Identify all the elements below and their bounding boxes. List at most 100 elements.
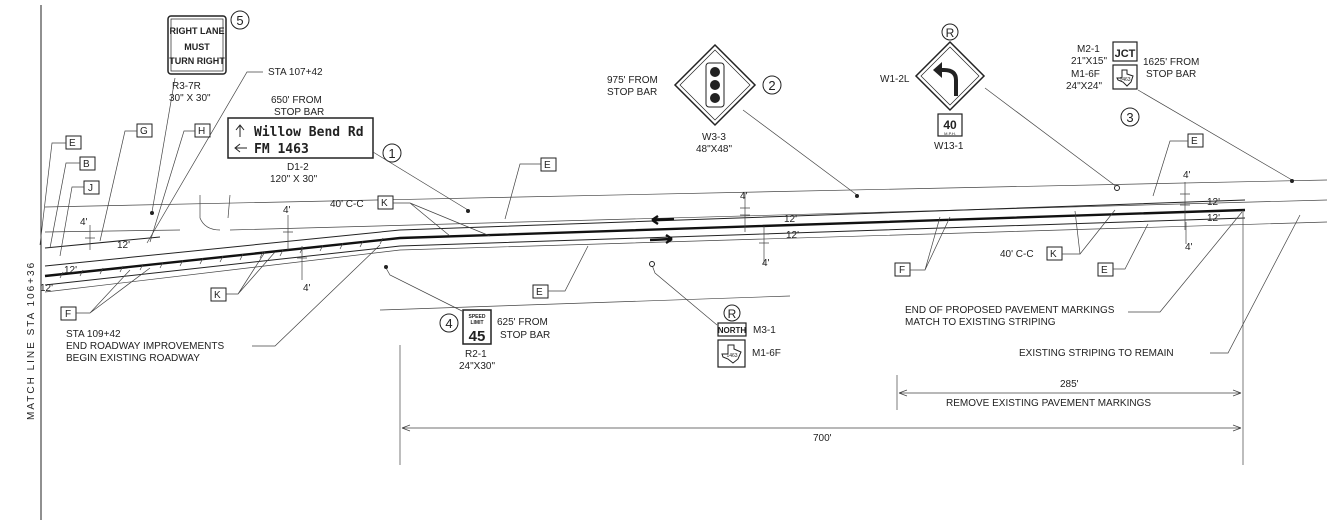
sign4-code: R2-1	[465, 349, 487, 360]
key-f-1[interactable]: F	[60, 306, 77, 321]
dim-12-c: 12'	[40, 283, 53, 294]
dim-12-d: 12'	[784, 214, 797, 225]
sign-m1-6f-2[interactable]: 1463	[717, 339, 746, 368]
dim-285: 285'	[1060, 379, 1079, 390]
key-e-3[interactable]: E	[532, 284, 549, 299]
callout-3: 3	[1126, 110, 1133, 125]
sign1-code: D1-2	[287, 162, 309, 173]
key-f-2[interactable]: F	[894, 262, 911, 277]
sign4-dist-2: STOP BAR	[500, 330, 550, 341]
dim-tick-2	[759, 226, 769, 264]
leader-h	[149, 130, 195, 243]
callout-5: 5	[236, 13, 243, 28]
dim-12-e: 12'	[786, 230, 799, 241]
svg-text:NORTH: NORTH	[718, 326, 747, 335]
svg-text:E: E	[69, 138, 76, 149]
road-edge-north-3	[229, 199, 1327, 231]
svg-text:MUST: MUST	[184, 42, 210, 52]
key-k-3[interactable]: K	[1046, 246, 1063, 261]
driveway-2	[227, 194, 231, 219]
sign2-dist-2: STOP BAR	[607, 87, 657, 98]
sign1-post	[466, 209, 470, 213]
sign-m3-1[interactable]: NORTH	[717, 322, 747, 337]
callout-1-circle	[382, 143, 402, 163]
svg-text:F: F	[65, 309, 71, 320]
key-e-4[interactable]: E	[1097, 262, 1114, 277]
key-e-2[interactable]: E	[540, 157, 557, 172]
r-symbol-1	[941, 23, 959, 41]
callout-4-circle	[439, 313, 459, 333]
sign-w13-1[interactable]: 40 M.P.H.	[937, 113, 963, 137]
callout-4: 4	[445, 316, 452, 331]
sign3-size-2: 24"X24"	[1066, 81, 1102, 92]
sign3-leader	[1137, 89, 1293, 181]
m3-code: M3-1	[753, 325, 776, 336]
key-k-2[interactable]: K	[210, 287, 227, 302]
sign4-leader	[385, 267, 463, 312]
dim-700-line	[401, 424, 1242, 432]
sign2-code: W3-3	[702, 132, 726, 143]
cc-2: 40' C-C	[1000, 249, 1034, 260]
sign-w3-3[interactable]	[673, 43, 757, 127]
leader-j	[59, 186, 84, 257]
svg-text:RIGHT LANE: RIGHT LANE	[170, 26, 225, 36]
callout-2-circle	[762, 75, 782, 95]
key-j[interactable]: J	[83, 180, 100, 195]
leader-k2	[226, 251, 276, 295]
svg-text:FM 1463: FM 1463	[254, 142, 309, 157]
sign-r2-1[interactable]: SPEED LIMIT 45	[462, 309, 492, 345]
turn-lane-line	[44, 236, 161, 249]
dim-12-f: 12'	[1207, 197, 1220, 208]
sign1-size: 120" X 30"	[270, 174, 318, 185]
sign2-leader	[742, 109, 858, 196]
center-striping	[44, 208, 1246, 278]
svg-text:G: G	[140, 126, 148, 137]
dim-4-a: 4'	[80, 217, 88, 228]
key-g[interactable]: G	[136, 123, 153, 138]
w1-code: W1-2L	[880, 74, 910, 85]
sign1-leader	[372, 151, 469, 211]
cc-1: 40' C-C	[330, 199, 364, 210]
svg-text:SPEED: SPEED	[469, 314, 486, 320]
sign-w1-2l[interactable]	[914, 40, 986, 112]
w1-leader	[984, 87, 1118, 188]
key-e-5[interactable]: E	[1187, 133, 1204, 148]
dim-4-e: 4'	[762, 258, 770, 269]
dim-285-ext	[896, 210, 1244, 465]
dim-700: 700'	[813, 433, 832, 444]
road-edge-south-2	[379, 295, 791, 311]
sign-m2-1[interactable]: JCT	[1112, 41, 1138, 62]
sta-10742-leader	[146, 71, 263, 244]
dim-4-d: 4'	[740, 191, 748, 202]
note-begin-existing: BEGIN EXISTING ROADWAY	[66, 353, 200, 364]
note-sta-10942: STA 109+42	[66, 329, 121, 340]
key-k-1[interactable]: K	[377, 195, 394, 210]
key-h[interactable]: H	[194, 123, 211, 138]
svg-text:J: J	[88, 183, 93, 194]
lane-line-south	[44, 217, 1246, 286]
dim-285-line	[898, 389, 1242, 397]
key-b[interactable]: B	[79, 156, 96, 171]
sign1-dist-2: STOP BAR	[274, 107, 324, 118]
leader-f1	[76, 267, 151, 314]
svg-text:1463: 1463	[726, 353, 737, 359]
sign2-dist-1: 975' FROM	[607, 75, 658, 86]
dim-tick-1	[740, 193, 750, 232]
sign3-post	[1290, 179, 1294, 183]
leader-b	[49, 162, 80, 249]
dim-4-c: 4'	[303, 283, 311, 294]
leader-e5	[1152, 140, 1188, 197]
sign3-code-1: M2-1	[1077, 44, 1100, 55]
note-match-existing: MATCH TO EXISTING STRIPING	[905, 317, 1056, 328]
sign-d1-2[interactable]: Willow Bend Rd FM 1463	[227, 117, 374, 159]
svg-text:B: B	[83, 159, 90, 170]
sign5-code: R3-7R	[172, 81, 201, 92]
w1-post	[1114, 185, 1120, 191]
key-e-1[interactable]: E	[65, 135, 82, 150]
sign-m-post	[649, 261, 655, 267]
svg-text:F: F	[899, 265, 905, 276]
leader-e4	[1113, 223, 1149, 270]
sign-r3-7r[interactable]: RIGHT LANE MUST TURN RIGHT	[167, 15, 227, 75]
sign-m1-6f-1[interactable]: 1463	[1112, 64, 1138, 90]
